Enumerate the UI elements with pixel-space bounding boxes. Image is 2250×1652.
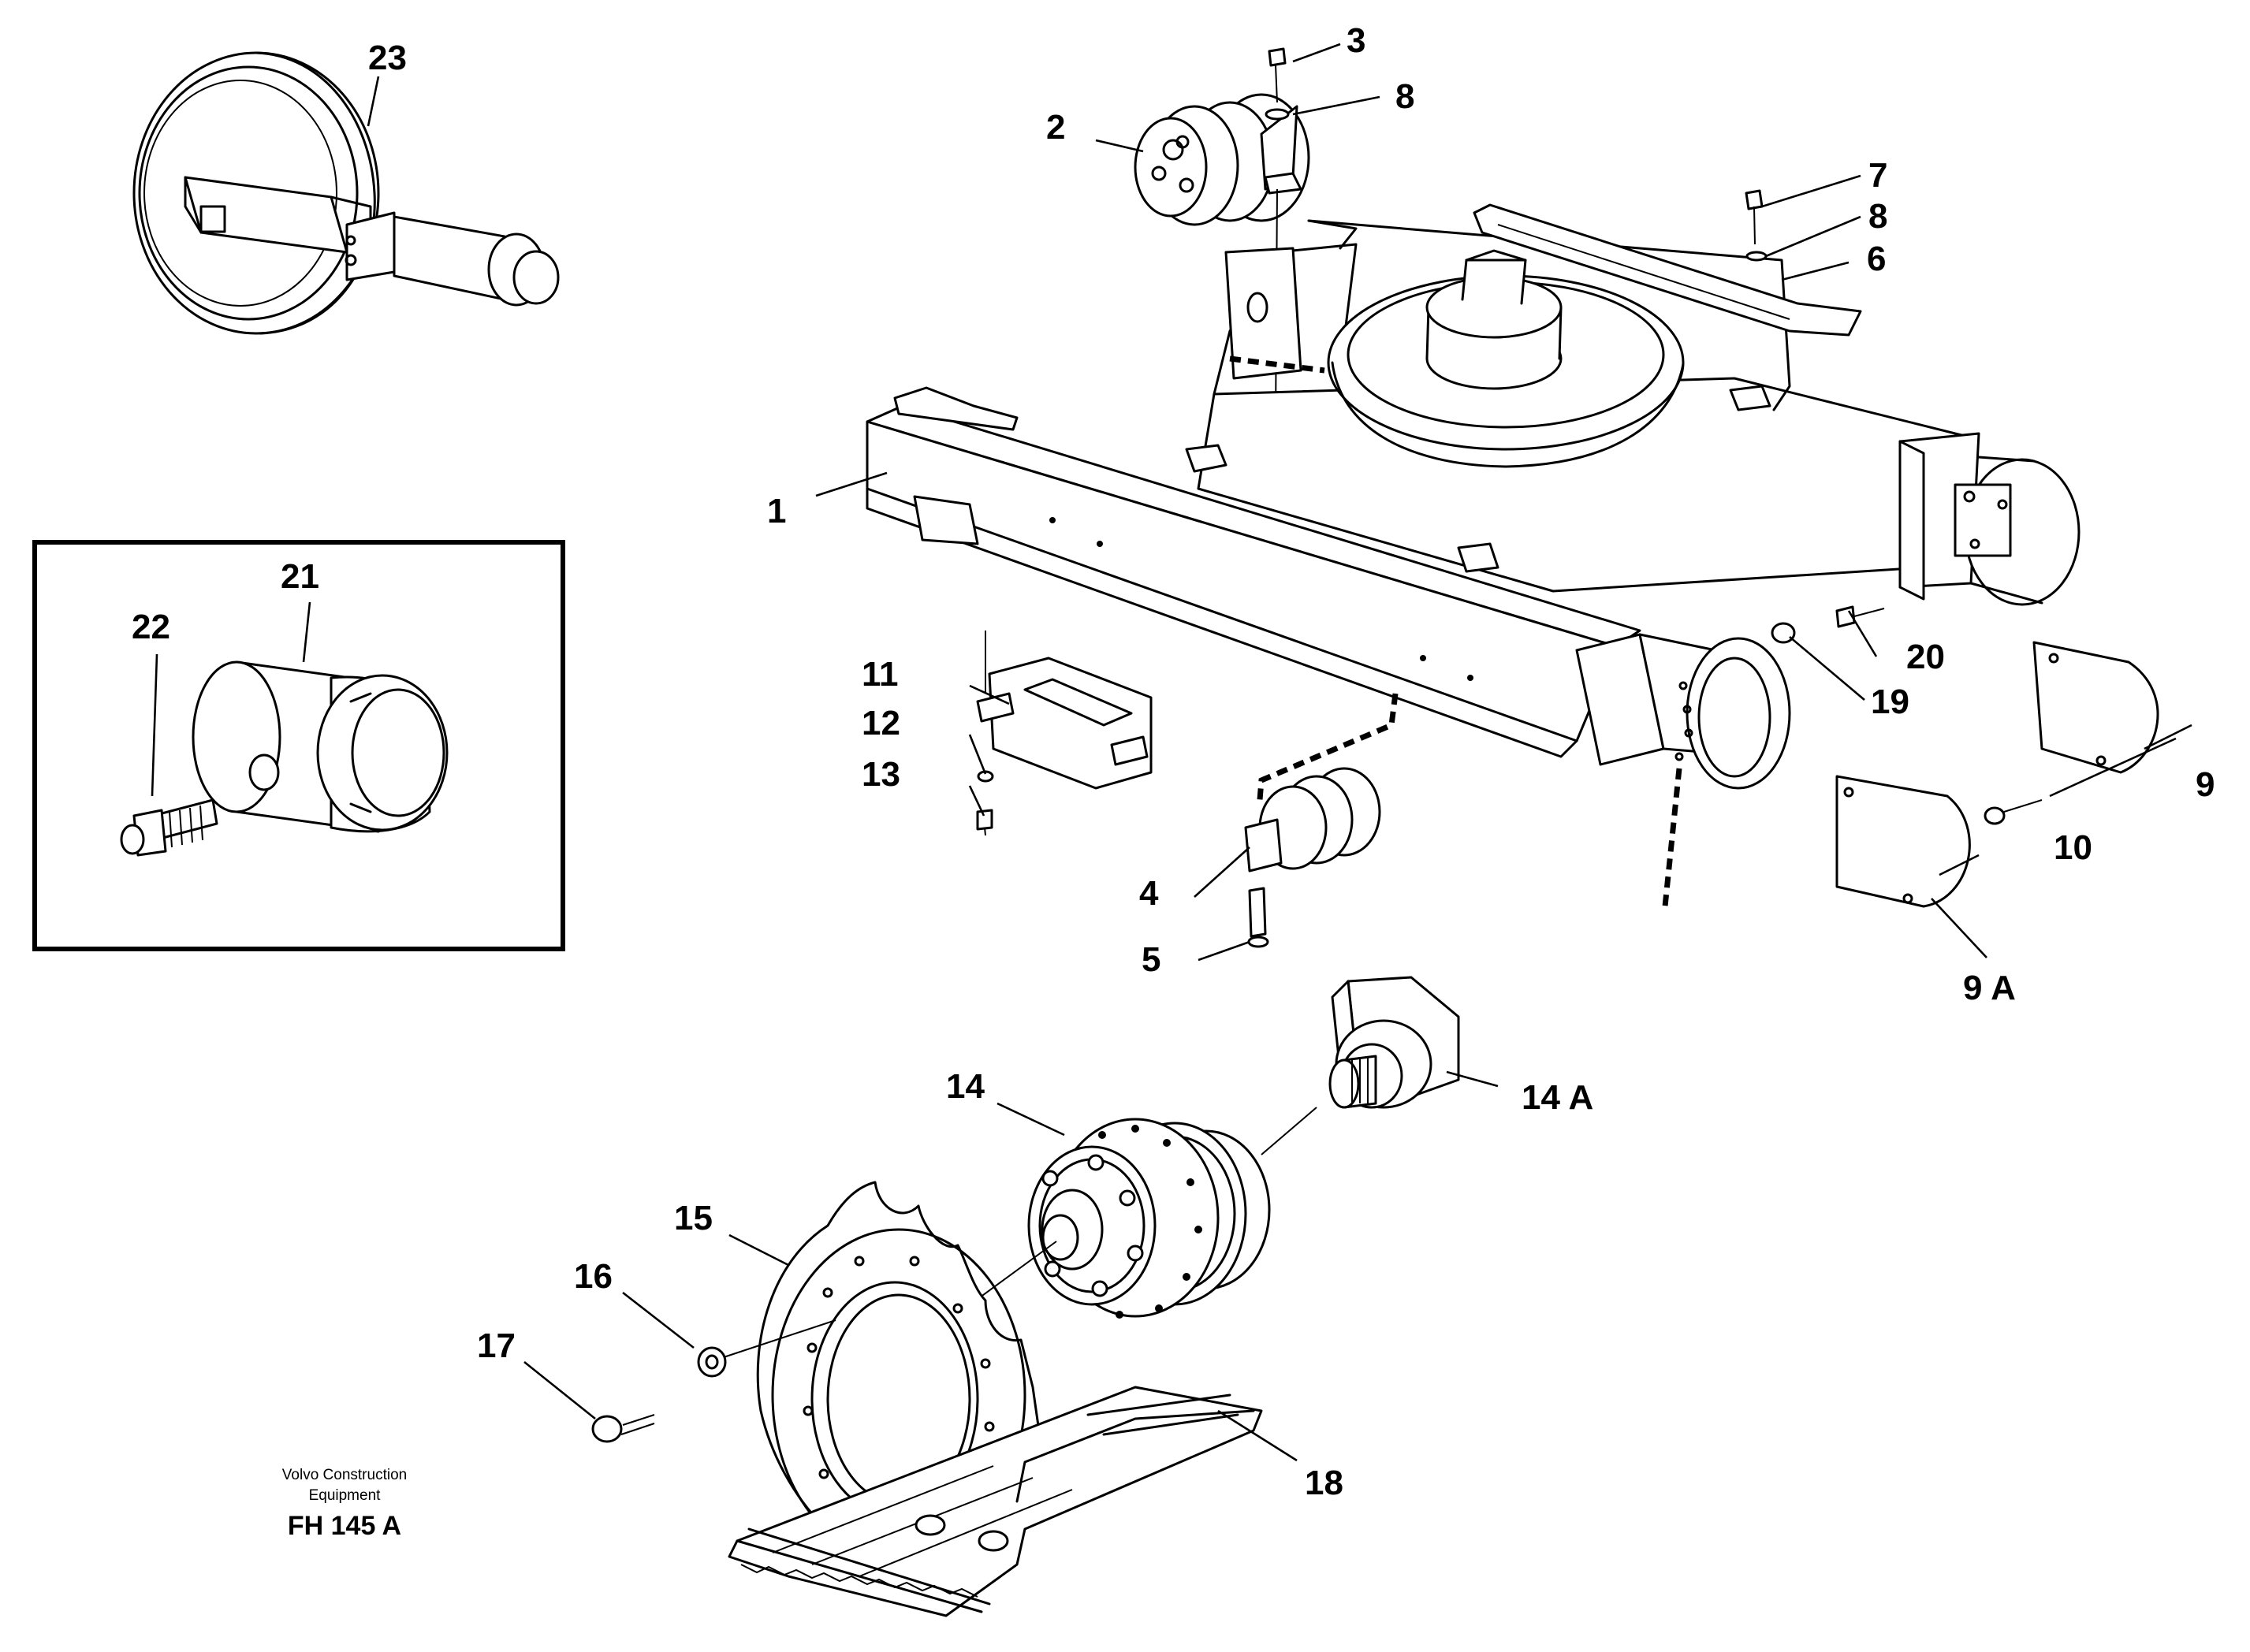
callout-8-top: 8 <box>1395 77 1414 116</box>
callout-16: 16 <box>574 1257 613 1296</box>
callout-20: 20 <box>1906 638 1945 676</box>
final-drive <box>776 1107 1317 1447</box>
track-shoe <box>728 1386 1263 1617</box>
callout-23: 23 <box>368 39 407 77</box>
callout-5: 5 <box>1142 940 1160 979</box>
track-guard <box>976 631 1153 836</box>
callout-6: 6 <box>1867 240 1886 278</box>
callout-19: 19 <box>1871 683 1909 721</box>
travel-motor <box>1328 976 1460 1109</box>
grease-cylinder-inset <box>32 540 565 951</box>
credit-line-2: Equipment <box>309 1487 382 1504</box>
leader-lines <box>151 43 2192 1462</box>
callout-4: 4 <box>1139 874 1159 913</box>
callout-22: 22 <box>132 608 170 646</box>
callout-21: 21 <box>281 557 319 596</box>
credit-block: Volvo Construction Equipment FH 145 A <box>282 1467 407 1541</box>
callout-1: 1 <box>767 492 786 530</box>
idler-wheel-assembly <box>132 51 560 335</box>
figure-code: FH 145 A <box>288 1511 401 1541</box>
undercarriage-frame <box>866 219 2081 907</box>
cover-plates <box>1771 605 2159 908</box>
bottom-roller <box>1244 767 1381 948</box>
credit-line-1: Volvo Construction <box>282 1467 407 1483</box>
callout-7: 7 <box>1868 156 1887 195</box>
callout-14a: 14 A <box>1522 1078 1593 1117</box>
callout-15: 15 <box>674 1199 713 1237</box>
callout-10: 10 <box>2054 828 2092 867</box>
guard-plate <box>1473 189 1862 337</box>
callout-2: 2 <box>1046 108 1065 147</box>
callout-labels: 1 2 3 4 5 6 7 8 8 9 9 A 10 11 12 13 14 1… <box>132 21 2215 1502</box>
callout-18: 18 <box>1305 1464 1343 1502</box>
callout-8-right: 8 <box>1868 197 1887 236</box>
top-roller <box>1134 47 1310 426</box>
callout-14: 14 <box>946 1067 985 1106</box>
callout-17: 17 <box>477 1326 516 1365</box>
callout-11: 11 <box>862 655 899 694</box>
callout-9a: 9 A <box>1963 969 2016 1007</box>
callout-3: 3 <box>1347 21 1365 60</box>
callout-13: 13 <box>862 755 900 794</box>
callout-9: 9 <box>2196 765 2215 804</box>
callout-12: 12 <box>862 704 900 742</box>
